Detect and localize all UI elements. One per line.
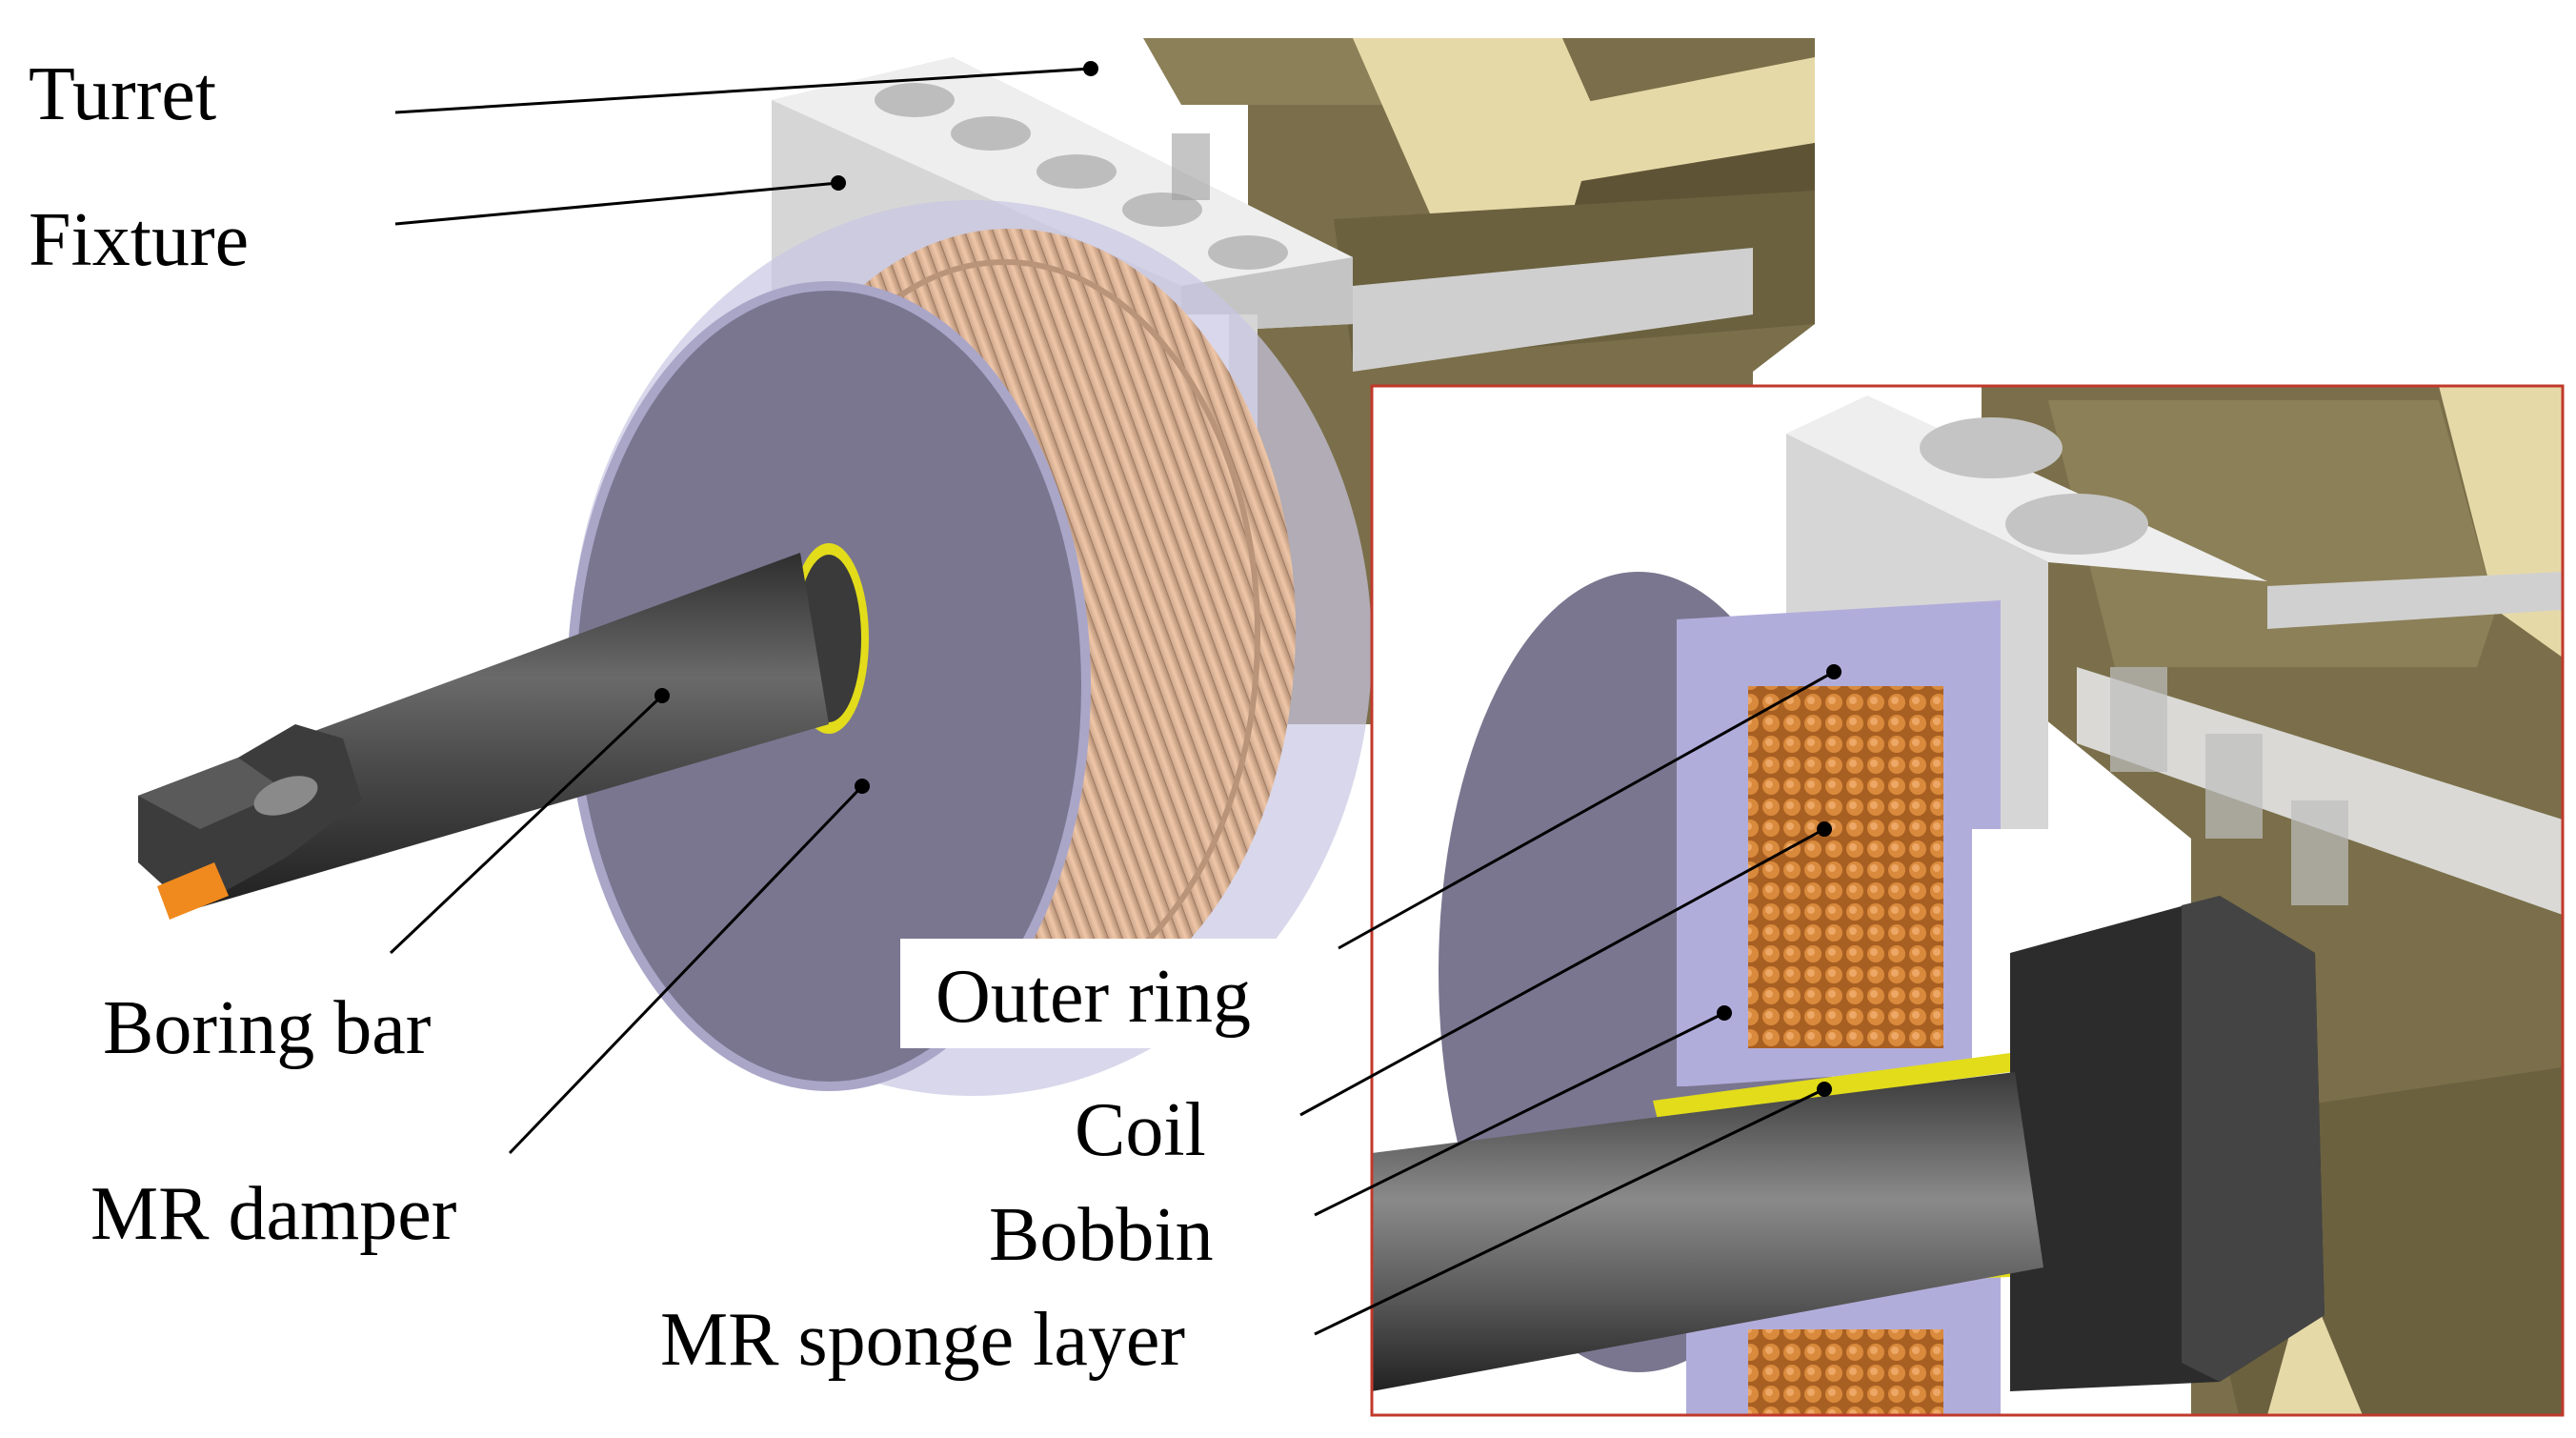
inset-border [1370,384,2565,1417]
label-outer-ring: Outer ring [936,955,1251,1039]
bolt-hole [1122,192,1202,227]
boring-bar-section [1372,1072,2043,1391]
label-boring-bar: Boring bar [103,986,431,1070]
bolt-hole [2005,494,2148,555]
label-coil: Coil [1075,1088,1206,1172]
coil-section [1748,686,1943,1048]
bolt-hole [1208,235,1288,270]
bolt-hole [951,116,1031,151]
bolt-hole [1036,154,1117,189]
bolt-hole [875,83,955,117]
label-mr-damper: MR damper [91,1172,456,1256]
leader-lines [389,61,1841,1336]
label-turret: Turret [29,52,216,136]
cutting-insert [157,862,229,920]
bolt-hole [1920,417,2063,478]
label-bobbin: Bobbin [989,1193,1214,1277]
boring-bar [138,553,829,920]
sponge-layer-section [1653,1053,2010,1120]
mr-damper [567,200,1372,1096]
label-mr-sponge-layer: MR sponge layer [660,1298,1185,1382]
inset-panel [1370,384,2565,1417]
label-fixture: Fixture [29,198,249,282]
